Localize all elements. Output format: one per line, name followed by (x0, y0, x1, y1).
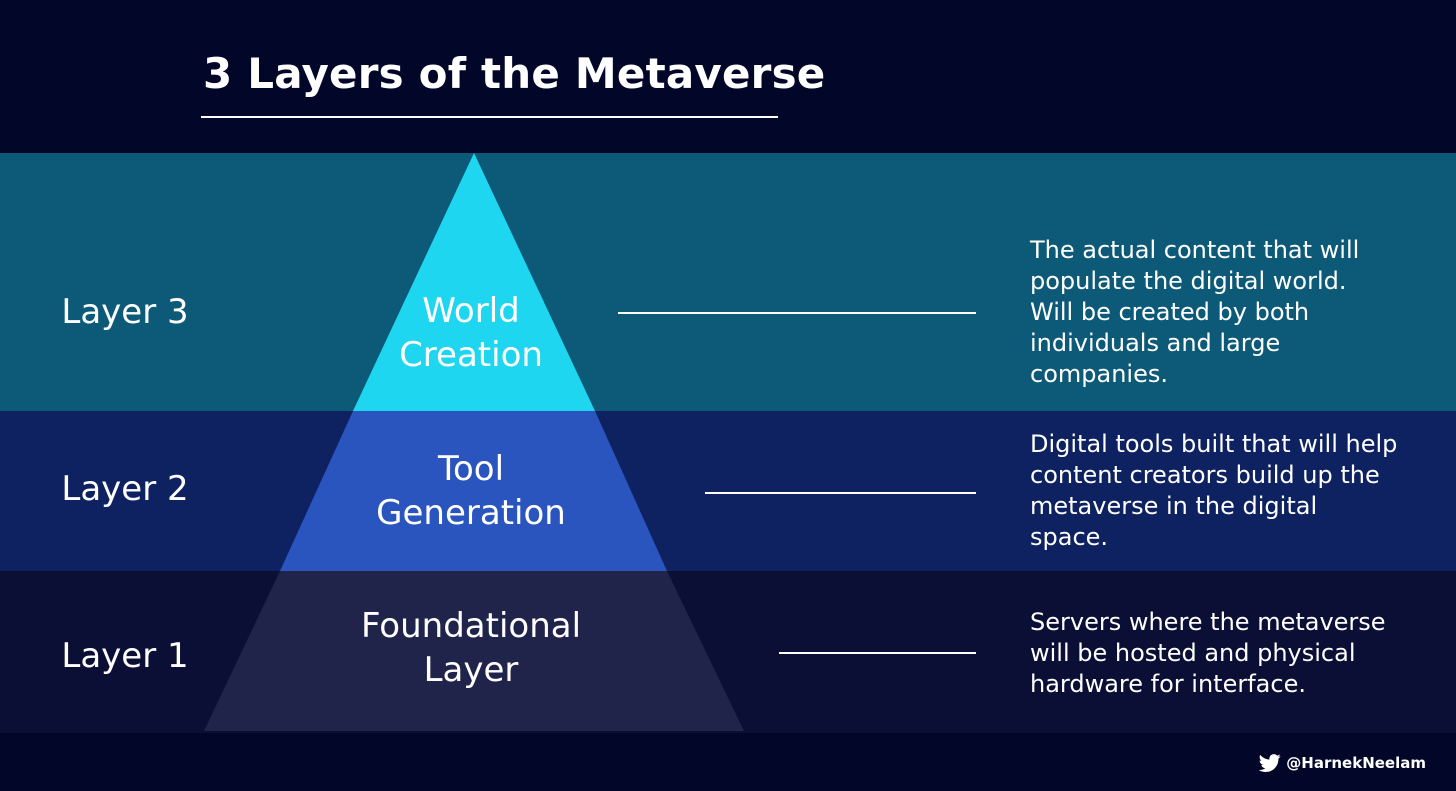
layer-label-3: Layer 3 (61, 292, 189, 332)
connector-line-layer-1 (779, 652, 976, 654)
pyramid-tier-world-creation (353, 153, 595, 411)
tier-label-line: Tool (437, 449, 505, 489)
tier-label-line: Creation (399, 335, 543, 375)
description-layer-2: Digital tools built that will help conte… (1030, 429, 1440, 553)
description-line: hardware for interface. (1030, 670, 1306, 698)
description-line: populate the digital world. (1030, 267, 1347, 295)
twitter-bird-icon (1259, 754, 1281, 772)
description-line: will be hosted and physical (1030, 639, 1356, 667)
description-layer-1: Servers where the metaverse will be host… (1030, 607, 1440, 700)
pyramid-tier-tool-generation (280, 411, 667, 571)
title-underline (201, 116, 778, 118)
description-line: metaverse in the digital (1030, 492, 1318, 520)
tier-label-tool-generation: Tool Generation (321, 447, 621, 535)
tier-label-line: World (422, 291, 520, 331)
description-line: Digital tools built that will help (1030, 430, 1398, 458)
tier-label-world-creation: World Creation (321, 289, 621, 377)
band-layer-2 (0, 411, 1456, 571)
connector-line-layer-2 (705, 492, 976, 494)
description-line: Servers where the metaverse (1030, 608, 1386, 636)
author-handle: @HarnekNeelam (1286, 754, 1426, 772)
tier-label-line: Layer (423, 650, 519, 690)
pyramid-tier-foundational (204, 571, 744, 731)
description-line: companies. (1030, 360, 1168, 388)
author-credit: @HarnekNeelam (1258, 752, 1426, 774)
description-line: The actual content that will (1030, 236, 1360, 264)
connector-line-layer-3 (618, 312, 976, 314)
tier-label-line: Generation (376, 493, 566, 533)
description-line: individuals and large (1030, 329, 1281, 357)
description-line: space. (1030, 523, 1109, 551)
page-title: 3 Layers of the Metaverse (203, 49, 826, 98)
description-layer-3: The actual content that will populate th… (1030, 235, 1440, 390)
description-line: Will be created by both (1030, 298, 1310, 326)
layer-label-1: Layer 1 (61, 636, 189, 676)
tier-label-line: Foundational (360, 606, 582, 646)
band-layer-3 (0, 153, 1456, 411)
tier-label-foundational-layer: Foundational Layer (321, 604, 621, 692)
description-line: content creators build up the (1030, 461, 1380, 489)
layer-label-2: Layer 2 (61, 469, 189, 509)
